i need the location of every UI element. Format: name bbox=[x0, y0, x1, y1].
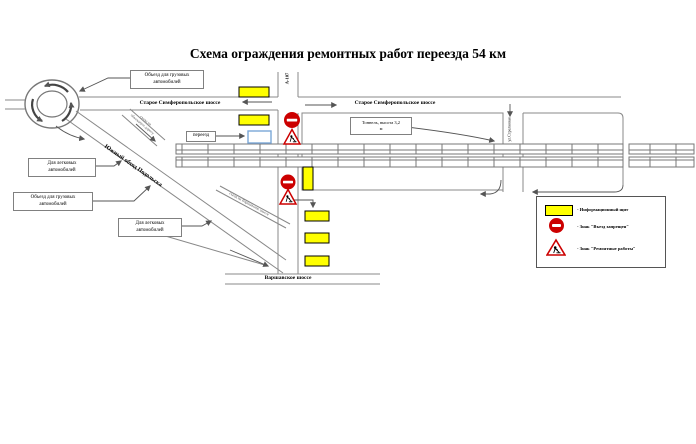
callout-cars-upper: Для легковых автомобилей bbox=[28, 158, 96, 177]
info-board bbox=[304, 232, 330, 244]
leader-cars-upper bbox=[94, 160, 122, 167]
road-label-old-simferopol-west: Старое Симферопольское шоссе bbox=[139, 100, 221, 106]
road-label-varshavskoe: Варшавское шоссе bbox=[264, 275, 312, 281]
callout-line: переезд bbox=[192, 133, 210, 138]
railway-band bbox=[175, 156, 624, 168]
roundabout-arrow-icon bbox=[61, 101, 75, 122]
roundabout bbox=[24, 79, 80, 129]
info-board bbox=[238, 114, 270, 126]
railway-band bbox=[628, 143, 695, 155]
south-bypass-edge bbox=[75, 110, 287, 261]
callout-line: Объезд для грузовых bbox=[144, 73, 190, 78]
leader-cars-lower bbox=[180, 220, 213, 227]
no-entry-bar bbox=[552, 224, 561, 227]
arrow-down-a107 bbox=[292, 199, 316, 209]
roundabout-arrow-icon bbox=[31, 98, 44, 122]
railway-tracks bbox=[175, 143, 695, 168]
crossing-area bbox=[247, 130, 272, 144]
roundabout-arrow-icon bbox=[43, 81, 69, 93]
callout-truck-detour-left: Объезд для грузовых автомобилей bbox=[13, 192, 93, 211]
arrow-lower-ramp bbox=[229, 249, 270, 267]
arrow-ramp-to-bypass bbox=[135, 123, 156, 142]
road-works-sign-icon bbox=[282, 127, 302, 145]
legend-row-road-works: - Знак "Ремонтные работы" bbox=[537, 238, 665, 256]
south-bypass-edge bbox=[65, 118, 284, 274]
ramp-to-varshavskoe-edge bbox=[219, 185, 291, 225]
legend-label: - Знак "Въезд запрещен" bbox=[577, 224, 629, 229]
legend-label: - Знак "Ремонтные работы" bbox=[577, 246, 636, 251]
info-board bbox=[302, 166, 314, 191]
legend-label: - Информационный щит bbox=[577, 207, 629, 212]
callout-line: автомобилей bbox=[48, 167, 76, 173]
callout-line: Объезд для грузовых bbox=[30, 195, 76, 200]
no-entry-sign-icon bbox=[284, 112, 300, 128]
callout-line: автомобилей bbox=[153, 79, 181, 85]
no-entry-sign-icon bbox=[280, 174, 296, 190]
roads bbox=[5, 72, 624, 285]
arrow-closed-area-east bbox=[531, 184, 624, 195]
arrow-closed-area-west bbox=[479, 179, 502, 197]
roundabout-inner-ring bbox=[36, 90, 68, 118]
roundabout-outer-ring bbox=[24, 79, 80, 129]
legend-row-no-entry: - Знак "Въезд запрещен" bbox=[537, 218, 665, 236]
road-works-sign-icon bbox=[278, 187, 298, 205]
leader-tunnel-label bbox=[406, 126, 496, 143]
legend-row-info-board: - Информационный щит bbox=[537, 205, 665, 223]
callout-cars-lower: Для легковых автомобилей bbox=[118, 218, 182, 237]
callout-line: Тоннель, высота 3,2 bbox=[361, 120, 401, 125]
leader-truck-detour-left bbox=[91, 185, 151, 202]
closed-area-east bbox=[523, 112, 624, 185]
callout-tunnel: Тоннель, высота 3,2 м bbox=[350, 117, 412, 135]
arrow-roundabout-to-bypass bbox=[55, 125, 86, 142]
flow-arrows bbox=[55, 77, 624, 267]
callout-line: м bbox=[379, 125, 383, 131]
callout-line: Для легковых bbox=[47, 161, 77, 166]
road-label-old-simferopol-east: Старое Симферопольское шоссе bbox=[354, 100, 436, 106]
callout-line: автомобилей bbox=[136, 227, 164, 233]
legend: - Информационный щит - Знак "Въезд запре… bbox=[536, 196, 666, 268]
road-works-sign-icon bbox=[546, 238, 566, 256]
road-label-side-street: ул.Стрелковая bbox=[506, 117, 512, 142]
callout-line: автомобилей bbox=[39, 201, 67, 207]
ramp-to-varshavskoe-edge bbox=[215, 189, 287, 229]
callout-crossing: переезд bbox=[186, 131, 216, 142]
page-title: Схема ограждения ремонтных работ переезд… bbox=[189, 46, 507, 61]
callout-truck-detour-top: Объезд для грузовых автомобилей bbox=[130, 70, 204, 89]
ramp-to-bypass-edge bbox=[129, 108, 166, 141]
railway-band bbox=[628, 156, 695, 168]
railway-band bbox=[175, 143, 624, 155]
callout-line: Для легковых bbox=[135, 221, 165, 226]
road-label-a107: А-107 bbox=[284, 72, 290, 85]
info-board bbox=[304, 210, 330, 222]
no-entry-sign-icon bbox=[549, 218, 564, 233]
leader-truck-detour-top bbox=[78, 77, 140, 92]
info-board bbox=[238, 86, 270, 98]
info-board bbox=[304, 255, 330, 267]
info-boards bbox=[238, 86, 330, 267]
info-board-swatch-icon bbox=[545, 205, 573, 216]
